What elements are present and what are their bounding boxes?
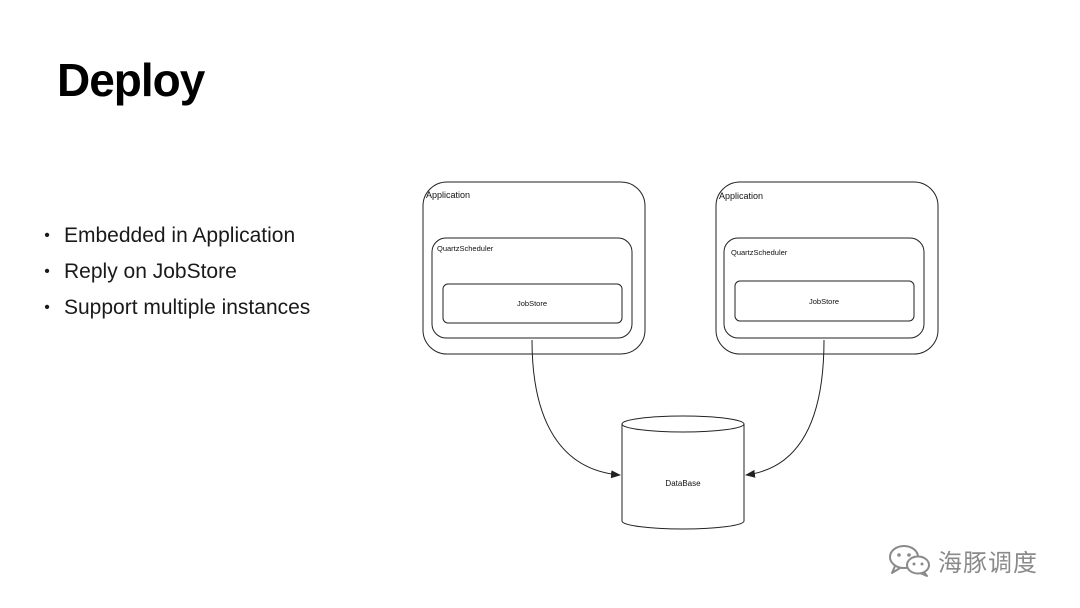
connector-app1-to-database <box>531 339 621 479</box>
quartz-scheduler-box <box>431 237 633 339</box>
bullet-dot-icon: • <box>44 299 50 316</box>
bullet-dot-icon: • <box>44 227 50 244</box>
bullet-text: Reply on JobStore <box>64 260 237 283</box>
application-box <box>715 181 939 355</box>
application-label: Application <box>426 190 470 200</box>
application-label: Application <box>719 191 763 201</box>
watermark-text: 海豚调度 <box>938 548 1038 577</box>
jobstore-label: JobStore <box>809 297 839 306</box>
quartz-scheduler-box <box>723 237 925 339</box>
jobstore-box <box>442 283 623 324</box>
quartz-scheduler-label: QuartzScheduler <box>731 248 788 257</box>
bullet-dot-icon: • <box>44 263 50 280</box>
application-node-1: Application QuartzScheduler JobStore <box>422 181 646 355</box>
bullet-list: • Embedded in Application • Reply on Job… <box>40 221 310 329</box>
bullet-item: • Embedded in Application <box>40 221 310 257</box>
database-node: DataBase <box>621 415 745 530</box>
connector-app2-to-database <box>745 339 825 478</box>
watermark: 海豚调度 <box>886 539 1038 581</box>
slide-title: Deploy <box>57 54 205 106</box>
jobstore-box <box>734 280 915 322</box>
quartz-scheduler-label: QuartzScheduler <box>437 244 494 253</box>
jobstore-label: JobStore <box>517 299 547 308</box>
database-cylinder-top <box>621 415 745 433</box>
bullet-text: Support multiple instances <box>64 296 311 319</box>
application-box <box>422 181 646 355</box>
bullet-item: • Reply on JobStore <box>40 257 310 293</box>
database-cylinder-body <box>621 424 745 530</box>
application-node-2: Application QuartzScheduler JobStore <box>715 181 939 355</box>
bullet-item: • Support multiple instances <box>40 293 310 329</box>
wechat-icon <box>889 545 930 577</box>
bullet-text: Embedded in Application <box>64 224 296 247</box>
database-label: DataBase <box>665 479 701 488</box>
